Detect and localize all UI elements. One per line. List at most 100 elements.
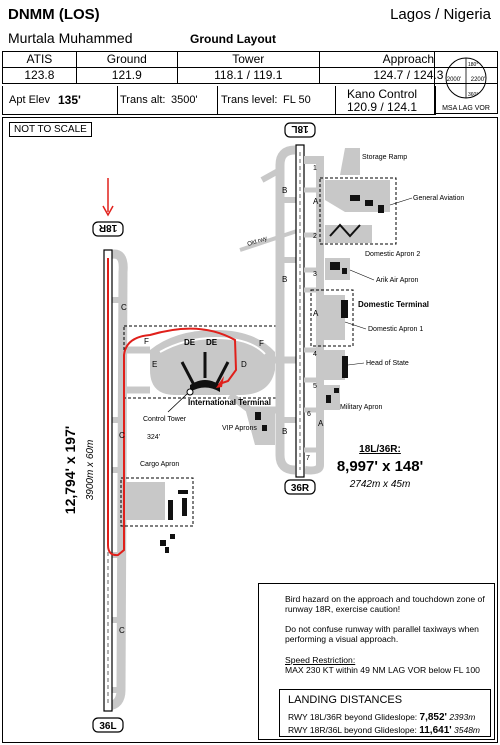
runway-18r-label: 18R [98, 222, 117, 233]
msa-diagram: 2000' 2200' 180° 360° [445, 57, 487, 99]
trans-alt-label: Trans alt: [120, 94, 166, 106]
taxiway-de-label: DE [184, 338, 196, 347]
taxi-route [107, 258, 238, 557]
exit-4-label: 4 [313, 351, 317, 358]
domestic-terminal-box [310, 289, 354, 347]
domestic-terminal-label: Domestic Terminal [358, 300, 429, 309]
tower-value: 118.1 / 119.1 [176, 67, 320, 84]
taxiway-b-label-2: B [282, 275, 287, 284]
control-tower-label: Control Tower [143, 416, 187, 423]
general-aviation-label: General Aviation [413, 195, 464, 202]
kano-label: Kano Control [347, 87, 418, 101]
taxiway-c-label: C [121, 303, 127, 312]
cargo-apron [125, 482, 165, 520]
frequency-table: ATIS Ground Tower Approach 123.8 121.9 1… [2, 51, 499, 84]
exit-2-label: 2 [313, 233, 317, 240]
landing-row-18r-ft: 11,641' [419, 725, 452, 736]
msa-label: MSA LAG VOR [442, 105, 490, 112]
approach-value: 124.7 / 124.3 [318, 67, 499, 84]
vip-apron [245, 408, 275, 445]
atis-label: ATIS [2, 51, 77, 68]
control-tower-height: 324' [147, 434, 160, 441]
speed-restriction-title: Speed Restriction: [285, 655, 356, 665]
msa-bottom-bearing: 360° [468, 92, 478, 98]
msa-box: 2000' 2200' 180° 360° MSA LAG VOR [434, 51, 498, 114]
taxiway-b-label-3: B [282, 427, 287, 436]
taxiway-a-label-2: A [313, 309, 319, 318]
kano-value: 120.9 / 124.1 [347, 100, 418, 114]
taxiway-c-label-2: C [119, 431, 125, 440]
landing-row-18l-m: 2393m [449, 712, 476, 722]
taxiway-a-label-3: A [318, 419, 324, 428]
not-to-scale-label: NOT TO SCALE [9, 122, 92, 137]
domestic-apron-1-label: Domestic Apron 1 [368, 326, 423, 333]
chart-frame [2, 117, 498, 743]
confuse-note: Do not confuse runway with parallel taxi… [285, 624, 479, 644]
runway-18l-36r [295, 144, 305, 478]
general-aviation-box [319, 177, 397, 245]
control-tower-marker [186, 388, 194, 396]
taxiway-a [304, 156, 324, 475]
domestic-terminal-building [341, 300, 348, 318]
runway-18l-36r-metric: 2742m x 45m [349, 479, 411, 490]
trans-level-value: FL 50 [283, 94, 311, 106]
notes-box: Bird hazard on the approach and touchdow… [258, 583, 495, 740]
landing-row-18l-ft: 7,852' [419, 712, 447, 723]
taxiway-f-label: F [144, 337, 149, 346]
landing-row-18r-m: 3548m [454, 725, 481, 735]
ground-value: 121.9 [75, 67, 178, 84]
domestic-terminal-apron [318, 295, 345, 340]
taxiway-c [107, 249, 128, 711]
old-rwy-label: Old rwy [247, 236, 268, 248]
landing-distances-title: LANDING DISTANCES [288, 694, 403, 706]
trans-level-label: Trans level: [221, 94, 278, 106]
msa-left-alt: 2000' [447, 77, 462, 83]
landing-row-18l: RWY 18L/36R beyond Glideslope: 7,852' 23… [288, 712, 475, 723]
military-apron-label: Military Apron [340, 404, 383, 411]
international-apron [150, 330, 275, 395]
storage-ramp [340, 148, 360, 175]
landing-row-18r: RWY 18R/36L beyond Glideslope: 11,641' 3… [288, 725, 480, 736]
elev-value: 135' [58, 93, 81, 107]
exit-7-label: 7 [306, 455, 310, 462]
taxiway-b [275, 145, 296, 475]
chart-title: Ground Layout [190, 32, 276, 46]
runway-36l-label: 36L [99, 721, 116, 732]
runway-36r-label: 36R [291, 483, 310, 494]
runway-18r-36l-dims: 12,794' x 197' [62, 426, 78, 514]
elev-label: Apt Elev [9, 94, 50, 106]
head-of-state-apron [320, 350, 345, 380]
atis-value: 123.8 [2, 67, 77, 84]
runway-18l-36r-dims: 8,997' x 148' [337, 458, 423, 475]
exit-3-label: 3 [313, 271, 317, 278]
taxiway-de-label-2: DE [206, 338, 218, 347]
taxiway-c-label-3: C [119, 626, 125, 635]
landing-row-18l-label: RWY 18L/36R beyond Glideslope: [288, 712, 418, 722]
airport-code: DNMM (LOS) [8, 6, 100, 23]
speed-restriction-text: MAX 230 KT within 49 NM LAG VOR below FL… [285, 665, 480, 675]
trans-alt-value: 3500' [171, 94, 198, 106]
city-label: Lagos / Nigeria [390, 6, 491, 23]
arik-air-label: Arik Air Apron [376, 277, 419, 284]
taxiway-a-label: A [313, 197, 319, 206]
landing-row-18r-label: RWY 18R/36L beyond Glideslope: [288, 725, 417, 735]
taxiway-f-label-2: F [259, 339, 264, 348]
exit-6-label: 6 [307, 411, 311, 418]
cargo-apron-box [120, 477, 194, 527]
head-of-state-label: Head of State [366, 360, 409, 367]
runway-18l-label: 18L [291, 123, 308, 134]
international-terminal-building [190, 380, 220, 392]
storage-ramp-label: Storage Ramp [362, 154, 407, 161]
exit-1-label: 1 [313, 165, 317, 172]
domestic-apron-2-label: Domestic Apron 2 [365, 251, 420, 258]
taxiway-d-label: D [241, 360, 247, 369]
bird-hazard-note: Bird hazard on the approach and touchdow… [285, 594, 485, 614]
old-runway [239, 228, 301, 252]
msa-right-alt: 2200' [471, 77, 486, 83]
msa-top-bearing: 180° [468, 62, 478, 68]
airport-info-row: Apt Elev 135' Trans alt: 3500' Trans lev… [2, 86, 436, 115]
taxiway-b-label: B [282, 186, 287, 195]
vip-aprons-label: VIP Aprons [222, 425, 257, 432]
exit-5-label: 5 [313, 383, 317, 390]
